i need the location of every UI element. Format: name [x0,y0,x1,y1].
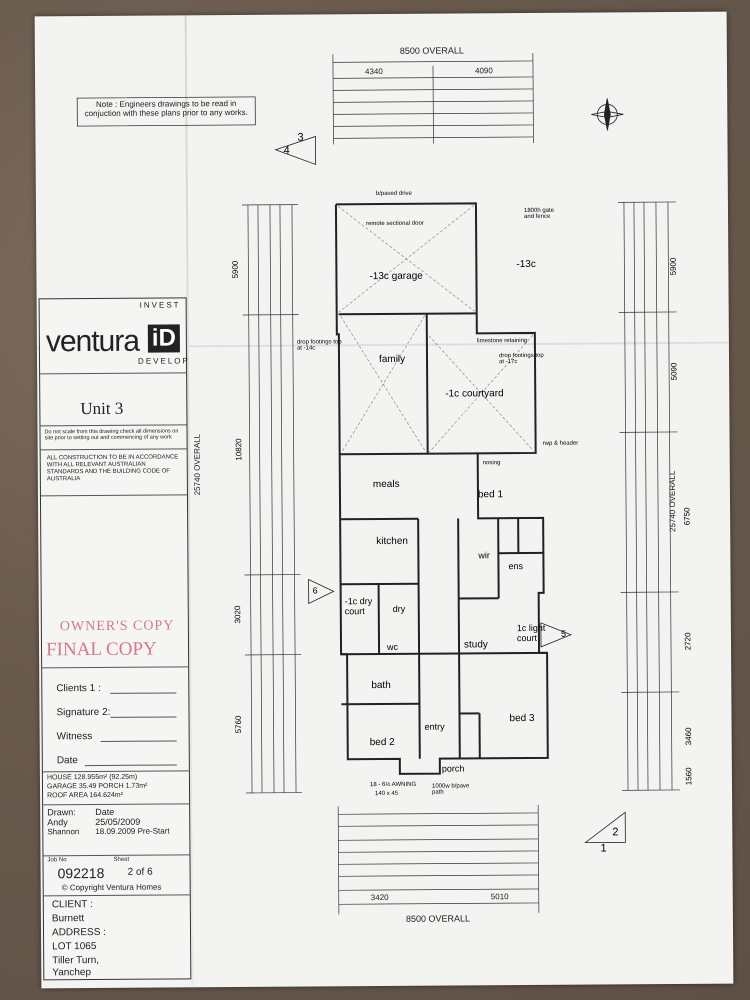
section-mark: 2 [612,826,619,839]
annotation: remote sectional door [366,220,424,228]
drawing-sheet: Note : Engineers drawings to be read in … [34,11,734,989]
annotation: b/paved drive [375,190,412,198]
room-label-kitchen: kitchen [376,535,409,548]
address-line: Tiller Turn, [52,955,100,967]
annotation: rwp & header [542,440,579,447]
room-label-family: family [378,353,406,366]
area-roof: ROOF AREA 164.624m² [47,791,123,800]
left-dimension: 10820 [234,438,244,461]
date-column-label: Date [95,806,115,818]
annotation: drop footings top at -14c [296,339,342,352]
room-label-light-court: 1c light court [516,622,546,644]
annotation: drop footings top at -17c [498,352,544,366]
right-dimension: 5090 [669,362,679,381]
address-label: ADDRESS : [51,926,106,939]
drawn-by: Andy [47,817,68,828]
signature-label: Signature 2: [56,706,111,719]
north-arrow-icon [591,98,624,131]
room-label-dry: dry [392,603,406,614]
room-label-wir: wir [478,550,490,561]
left-dimension: 5900 [230,260,240,279]
right-dimension: 2720 [683,632,693,651]
room-label-study: study [463,639,488,651]
annotation: nosing [482,460,501,467]
brand-logo-word: ventura [45,324,140,359]
job-no-label: Job No [47,857,67,864]
room-label-entry: entry [424,721,445,732]
top-right-dimension: 4090 [474,66,493,76]
date-label: Date [56,755,78,767]
room-label-bath: bath [371,679,391,692]
bottom-right-dimension: 5010 [490,892,509,902]
right-dimension: 3460 [683,727,694,746]
address-line: Yanchep [52,967,92,979]
room-label-bed-1: bed 1 [477,489,504,501]
annotation: limestone retaining [476,337,528,345]
right-dimension: 6750 [682,507,692,526]
revised-by: Shannon [47,827,80,837]
right-dimension: 1560 [684,767,694,786]
room-label-bed-3: bed 3 [509,712,535,725]
room-label-side: -13c [516,258,536,271]
room-label-bed-2: bed 2 [369,736,395,749]
room-label-porch: porch [441,763,465,774]
engineers-note: Note : Engineers drawings to be read in … [84,99,248,119]
brand-invest: INVEST [139,300,181,310]
room-label-ens: ens [508,561,524,572]
bottom-left-dimension: 3420 [370,892,389,903]
section-mark: 4 [283,144,290,157]
brand-logo-mark: iD [147,324,180,353]
area-house: HOUSE 128.955m² (92.25m) [46,773,138,782]
overall-left-dimension: 25740 OVERALL [192,433,202,496]
room-label-wc: wc [386,641,399,652]
address-line: LOT 1065 [52,941,97,953]
drawn-label: Drawn: [47,807,76,818]
standards-note: ALL CONSTRUCTION TO BE IN ACCORDANCE WIT… [46,454,179,483]
scale-note: Do not scale from this drawing check all… [44,428,179,442]
client-label: CLIENT : [51,899,93,911]
revision-note: 18.09.2009 Pre-Start [95,826,170,837]
title-block: INVEST ventura iD DEVELOP Unit 3 Do not … [38,297,192,981]
room-label-dry-court: -1c dry court [344,596,373,617]
right-dimension: 5900 [668,257,678,276]
witness-label: Witness [56,731,93,743]
section-mark: 1 [600,842,607,855]
copyright: © Copyright Ventura Homes [61,882,162,893]
overall-right-dimension: 25740 OVERALL [667,470,678,533]
room-label-garage: -13c garage [369,270,423,283]
overall-top-dimension: 8500 OVERALL [399,45,464,56]
overall-bottom-dimension: 8500 OVERALL [405,913,471,924]
annotation: 1000w b/pave path [431,783,470,796]
top-left-dimension: 4340 [364,66,383,77]
section-mark: 5 [560,628,566,639]
sheet-label: Sheet [113,856,130,863]
left-dimension: 5760 [233,715,244,734]
room-label-meals: meals [372,478,400,491]
annotation: 1800h gate and fence [523,207,555,221]
client-name: Burnett [51,913,85,925]
job-number: 092218 [57,864,105,882]
section-mark: 6 [312,585,318,596]
floor-plan [76,52,681,915]
clients-label: Clients 1 : [56,682,101,695]
annotation: 140 x 45 [375,790,399,798]
section-mark: 3 [297,131,304,144]
left-dimension: 3020 [233,605,243,624]
unit-title: Unit 3 [80,398,124,419]
sheet-number: 2 of 6 [127,866,153,878]
annotation: 18 - 6½ AWNING [369,781,417,789]
owners-copy-stamp: OWNER'S COPY [59,618,175,635]
final-copy-stamp: FINAL COPY [45,638,157,661]
room-label-courtyard: -1c courtyard [445,388,504,400]
area-garage-porch: GARAGE 35.49 PORCH 1.73m² [46,782,148,791]
brand-develop: DEVELOP [137,356,190,366]
